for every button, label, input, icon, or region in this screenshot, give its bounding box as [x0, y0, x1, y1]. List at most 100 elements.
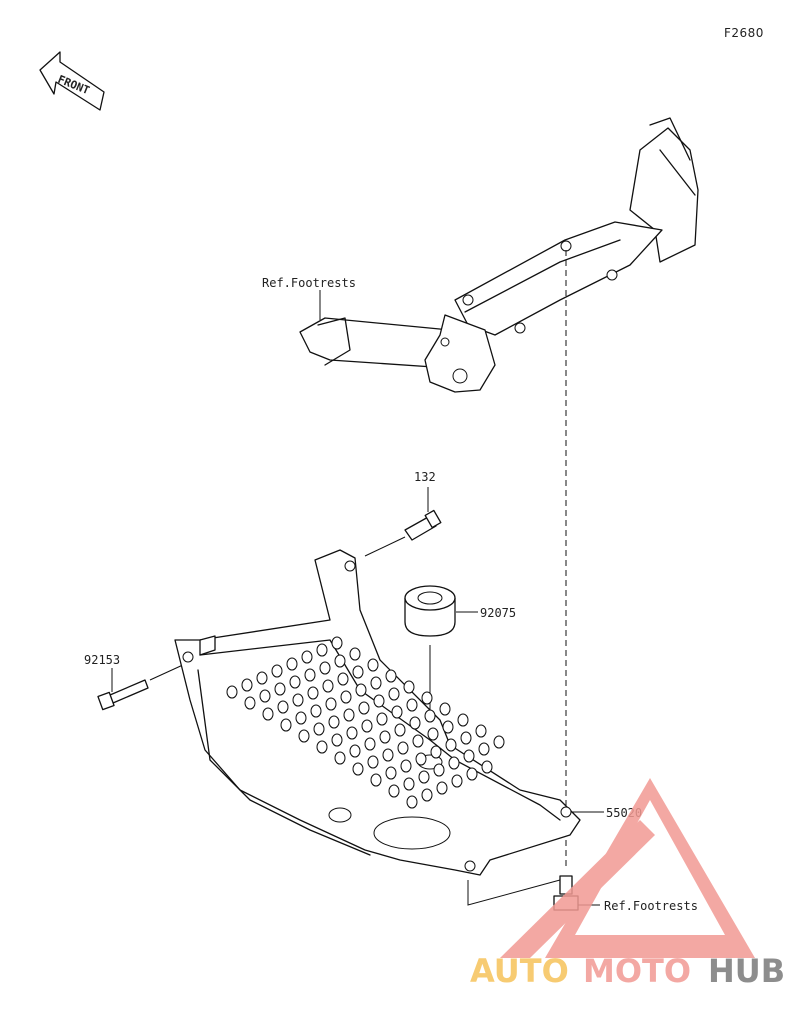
perforation-hole	[400, 759, 412, 773]
perforation-hole	[292, 693, 304, 707]
perforation-hole	[403, 777, 415, 791]
label-ref-footrests-top: Ref.Footrests	[262, 276, 356, 290]
perforation-hole	[355, 683, 367, 697]
perforation-hole	[274, 682, 286, 696]
perforation-hole	[352, 665, 364, 679]
perforation-hole	[331, 636, 343, 650]
perforation-hole	[277, 700, 289, 714]
perforation-hole	[370, 773, 382, 787]
perforation-hole	[460, 731, 472, 745]
perforation-hole	[481, 760, 493, 774]
perforation-hole	[262, 707, 274, 721]
perforation-hole	[322, 679, 334, 693]
footrest-frame	[299, 117, 699, 393]
perforation-hole	[385, 669, 397, 683]
perforation-hole	[364, 737, 376, 751]
perforation-hole	[337, 672, 349, 686]
perforation-hole	[475, 724, 487, 738]
skid-plate	[174, 549, 581, 876]
perforation-hole	[256, 671, 268, 685]
perforation-hole	[259, 689, 271, 703]
perforation-hole	[346, 726, 358, 740]
diagram-code: F2680	[724, 26, 764, 40]
perforation-hole	[388, 784, 400, 798]
perforation-hole	[448, 756, 460, 770]
label-92075: 92075	[480, 606, 516, 620]
watermark-triangle-icon	[545, 778, 755, 958]
front-arrow-icon: FRONT	[39, 51, 105, 111]
perforation-hole	[340, 690, 352, 704]
perforation-hole	[367, 658, 379, 672]
perforation-hole	[433, 763, 445, 777]
perforation-hole	[436, 781, 448, 795]
bolt-92153-icon	[97, 663, 186, 711]
perforation-hole	[280, 718, 292, 732]
perforation-hole	[418, 770, 430, 784]
label-ref-footrests-bottom: Ref.Footrests	[604, 899, 698, 913]
automotohub-watermark: AUTO MOTO HUB	[470, 778, 785, 990]
perforation-hole	[427, 727, 439, 741]
perforation-hole	[328, 715, 340, 729]
perforation-hole	[316, 740, 328, 754]
perforation-hole	[310, 704, 322, 718]
perforation-hole	[385, 766, 397, 780]
perforation-hole	[331, 733, 343, 747]
perforation-hole	[370, 676, 382, 690]
perforation-hole	[244, 696, 256, 710]
perforation-hole	[304, 668, 316, 682]
perforation-hole	[403, 680, 415, 694]
perforation-hole	[457, 713, 469, 727]
perforation-hole	[406, 795, 418, 809]
perforation-hole	[478, 742, 490, 756]
perforation-hole	[241, 678, 253, 692]
label-132: 132	[414, 470, 436, 484]
perforation-hole	[442, 720, 454, 734]
label-92153: 92153	[84, 653, 120, 667]
perforation-hole	[349, 647, 361, 661]
perforation-hole	[394, 723, 406, 737]
perforation-hole	[316, 643, 328, 657]
perforation-hole	[388, 687, 400, 701]
perforation-hole	[295, 711, 307, 725]
perforation-hole	[415, 752, 427, 766]
perforation-hole	[412, 734, 424, 748]
perforation-hole	[367, 755, 379, 769]
perforation-hole	[373, 694, 385, 708]
perforation-hole	[289, 675, 301, 689]
perforation-hole	[307, 686, 319, 700]
perforation-hole	[424, 709, 436, 723]
perforation-hole	[343, 708, 355, 722]
perforation-hole	[334, 751, 346, 765]
watermark-hub: HUB	[708, 952, 785, 990]
perforation-hole	[421, 788, 433, 802]
perforation-hole	[301, 650, 313, 664]
watermark-moto: MOTO	[583, 952, 691, 990]
perforation-pattern	[226, 636, 505, 809]
perforation-hole	[439, 702, 451, 716]
perforation-hole	[298, 729, 310, 743]
perforation-hole	[409, 716, 421, 730]
watermark-auto: AUTO	[470, 952, 569, 990]
perforation-hole	[493, 735, 505, 749]
perforation-hole	[376, 712, 388, 726]
perforation-hole	[286, 657, 298, 671]
perforation-hole	[445, 738, 457, 752]
perforation-hole	[325, 697, 337, 711]
perforation-hole	[379, 730, 391, 744]
perforation-hole	[397, 741, 409, 755]
perforation-hole	[349, 744, 361, 758]
perforation-hole	[226, 685, 238, 699]
bolt-132-icon	[364, 487, 442, 557]
perforation-hole	[382, 748, 394, 762]
perforation-hole	[271, 664, 283, 678]
perforation-hole	[391, 705, 403, 719]
perforation-hole	[421, 691, 433, 705]
perforation-hole	[352, 762, 364, 776]
perforation-hole	[319, 661, 331, 675]
perforation-hole	[313, 722, 325, 736]
perforation-hole	[463, 749, 475, 763]
perforation-hole	[451, 774, 463, 788]
perforation-hole	[358, 701, 370, 715]
perforation-hole	[406, 698, 418, 712]
